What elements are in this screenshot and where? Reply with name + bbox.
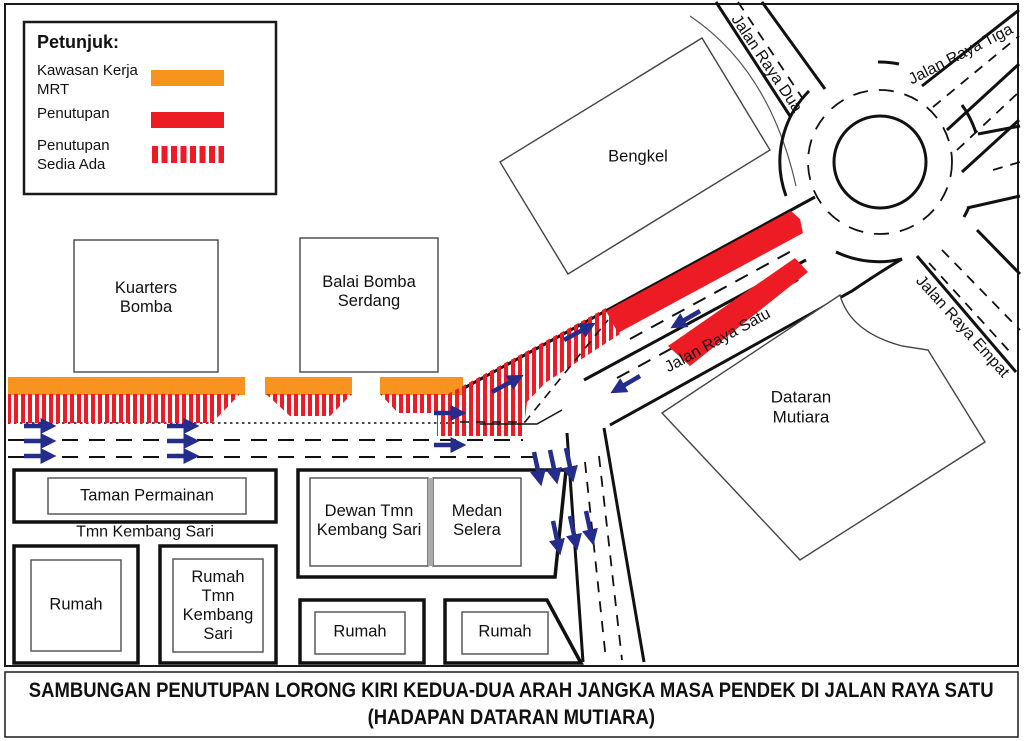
building-label-medan-selera: Medan Selera [451, 501, 503, 539]
caption: SAMBUNGAN PENUTUPAN LORONG KIRI KEDUA-DU… [5, 672, 1018, 737]
closure-band-south [668, 258, 808, 366]
caption-line-1: SAMBUNGAN PENUTUPAN LORONG KIRI KEDUA-DU… [29, 679, 994, 703]
bengkel-box [499, 37, 771, 275]
flow-arrows [24, 309, 702, 556]
legend-swatch-work-zone [151, 70, 224, 86]
caption-line-2: (HADAPAN DATARAN MUTIARA) [367, 705, 656, 729]
closures [606, 211, 808, 366]
caption-box [4, 671, 1019, 738]
kuarters-bomba-box [73, 239, 219, 373]
junction-lane-marks [460, 319, 609, 425]
buildings-thin [73, 37, 986, 561]
legend-item-closure: Penutupan [37, 105, 110, 122]
dewan-medan-divider [428, 478, 433, 566]
existing-closure-1 [8, 394, 240, 423]
building-label-dataran-mutiara: Dataran Mutiara [770, 387, 832, 426]
building-label-dewan: Dewan Tmn Kembang Sari [316, 501, 422, 539]
legend-swatch-existing-closure [151, 146, 224, 163]
building-label-bengkel: Bengkel [608, 147, 668, 166]
balai-bomba-box [299, 237, 439, 373]
area-label-tmn-kembang-sari: Tmn Kembang Sari [76, 523, 214, 541]
building-label-rumah-left: Rumah [49, 595, 103, 614]
work-zone-1 [8, 377, 245, 395]
roundabout [778, 60, 978, 264]
legend-item-work-zone: Kawasan Kerja MRT [37, 62, 138, 98]
plot-boundary-line [689, 15, 797, 187]
existing-closure-junction [437, 308, 620, 436]
work-zone-2 [265, 377, 352, 395]
dataran-mutiara-box [660, 293, 986, 561]
building-label-rumah-right: Rumah [478, 622, 532, 641]
closure-band-north [606, 211, 803, 333]
legend-box [22, 20, 278, 196]
work-zone-3 [380, 377, 463, 395]
building-label-taman-permainan: Taman Permainan [80, 486, 214, 505]
building-label-rumah-tks: Rumah Tmn Kembang Sari [182, 567, 254, 644]
label-frames [30, 477, 549, 655]
mrt-work-zones [8, 377, 463, 395]
legend-item-existing-closure: Penutupan Sedia Ada [37, 137, 110, 173]
existing-closures [8, 308, 620, 436]
legend-title: Petunjuk: [37, 32, 120, 52]
legend-swatch-closure [151, 112, 224, 128]
building-label-rumah-mid: Rumah [333, 622, 387, 641]
building-label-balai-bomba: Balai Bomba Serdang [322, 272, 416, 310]
building-label-kuarters-bomba: Kuarters Bomba [114, 278, 178, 316]
existing-closure-2 [266, 394, 352, 416]
